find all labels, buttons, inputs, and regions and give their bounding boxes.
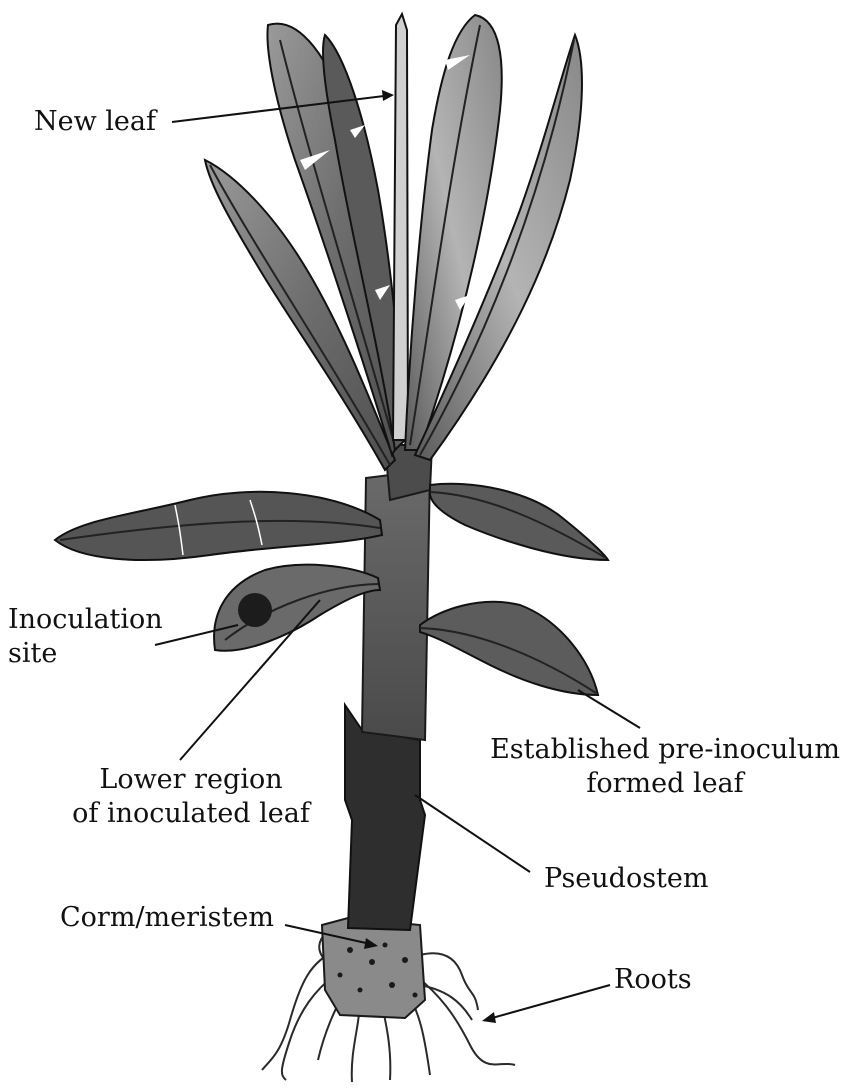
corm: [320, 916, 427, 1020]
new-leaf-shape: [391, 11, 410, 441]
leader-lower-region: [179, 599, 321, 761]
inoculation-spot: [238, 593, 272, 627]
root-7: [414, 974, 516, 1066]
root-2: [280, 974, 336, 1081]
upper-leaves: [203, 11, 583, 472]
right-middle-leaf: [429, 482, 610, 562]
inoculated-leaf: [213, 563, 382, 652]
arrowhead-corm: [364, 938, 378, 949]
label-inoculation-site-line1: Inoculation: [8, 604, 163, 635]
leader-inoculation-site: [154, 624, 239, 646]
leader-pseudostem: [414, 794, 531, 873]
label-corm-meristem: Corm/meristem: [60, 902, 274, 933]
root-8: [419, 952, 479, 1011]
label-established-line2: formed leaf: [586, 768, 744, 799]
upper-leaf-middle: [322, 33, 407, 453]
arrowhead-roots: [482, 1012, 496, 1023]
label-inoculation-site-line2: site: [8, 638, 58, 669]
leader-roots: [484, 984, 611, 1021]
lower-left-leaf: [53, 490, 384, 561]
leader-lines: [154, 94, 641, 1021]
root-10: [419, 984, 473, 1021]
leader-new-leaf: [171, 94, 393, 123]
upper-leaf-right: [403, 13, 503, 451]
label-pseudostem: Pseudostem: [544, 863, 709, 894]
label-lower-region-line2: of inoculated leaf: [72, 798, 310, 829]
established-leaf: [419, 600, 600, 697]
leader-established: [577, 689, 641, 729]
leader-corm: [284, 924, 376, 946]
arrowhead-new-leaf: [382, 90, 394, 101]
root-1: [261, 949, 339, 1071]
label-established-line1: Established pre-inoculum: [490, 734, 840, 765]
arrowheads: [364, 90, 496, 1023]
pseudostem: [344, 444, 434, 932]
label-roots: Roots: [614, 964, 692, 995]
label-new-leaf: New leaf: [34, 106, 157, 137]
label-lower-region-line1: Lower region: [99, 764, 283, 795]
